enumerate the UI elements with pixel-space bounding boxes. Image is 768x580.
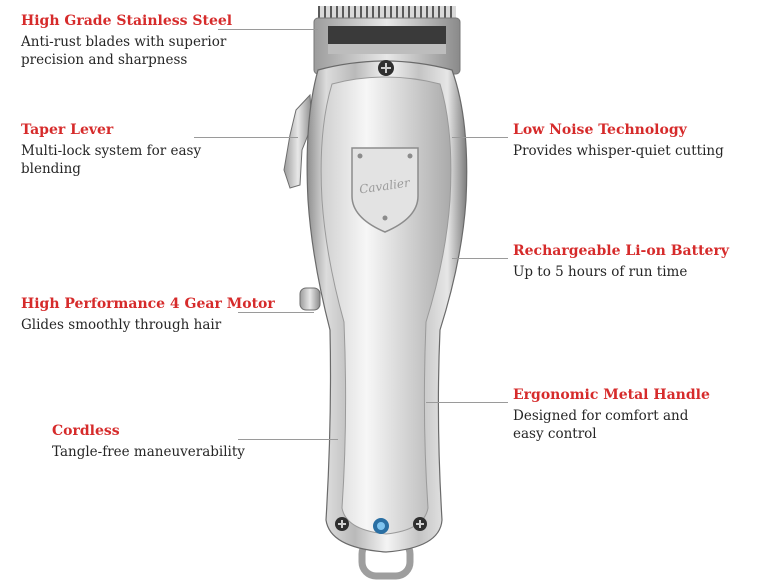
feature-title: Rechargeable Li-on Battery (513, 243, 729, 259)
bottom-screw-right-icon (413, 517, 427, 531)
leader-line-metal-handle (426, 402, 508, 403)
hair-clipper-illustration: Cavalier (283, 6, 468, 580)
feature-title: Low Noise Technology (513, 122, 687, 138)
feature-description: Tangle-free maneuverability (52, 444, 245, 460)
feature-title: Taper Lever (21, 122, 114, 138)
charging-indicator-icon (373, 518, 389, 534)
bottom-screw-left-icon (335, 517, 349, 531)
feature-title: Cordless (52, 423, 120, 439)
feature-title: High Grade Stainless Steel (21, 13, 233, 29)
feature-description: Multi-lock system for easy blending (21, 143, 202, 177)
leader-line-low-noise (452, 137, 508, 138)
feature-taper-lever: Taper Lever Multi-lock system for easy b… (21, 121, 201, 178)
feature-metal-handle: Ergonomic Metal Handle Designed for comf… (513, 386, 710, 443)
blade-assembly (313, 6, 461, 75)
feature-title: High Performance 4 Gear Motor (21, 296, 275, 312)
feature-description: Designed for comfort and easy control (513, 408, 689, 442)
leader-line-taper-lever (194, 137, 298, 138)
top-screw-icon (378, 60, 394, 76)
feature-description: Provides whisper-quiet cutting (513, 143, 724, 159)
motor-gear-switch (299, 287, 321, 311)
feature-low-noise: Low Noise Technology Provides whisper-qu… (513, 121, 724, 160)
feature-description: Up to 5 hours of run time (513, 264, 688, 280)
feature-gear-motor: High Performance 4 Gear Motor Glides smo… (21, 295, 275, 334)
leader-line-stainless-steel (218, 29, 318, 30)
leader-line-gear-motor (238, 312, 314, 313)
feature-battery: Rechargeable Li-on Battery Up to 5 hours… (513, 242, 729, 281)
feature-title: Ergonomic Metal Handle (513, 387, 710, 403)
clipper-body (306, 60, 468, 553)
feature-cordless: Cordless Tangle-free maneuverability (52, 422, 245, 461)
feature-stainless-steel: High Grade Stainless Steel Anti-rust bla… (21, 12, 232, 69)
leader-line-cordless (238, 439, 338, 440)
cavalier-shield-badge: Cavalier (351, 147, 419, 233)
feature-description: Anti-rust blades with superior precision… (21, 34, 227, 68)
feature-description: Glides smoothly through hair (21, 317, 222, 333)
leader-line-battery (452, 258, 508, 259)
